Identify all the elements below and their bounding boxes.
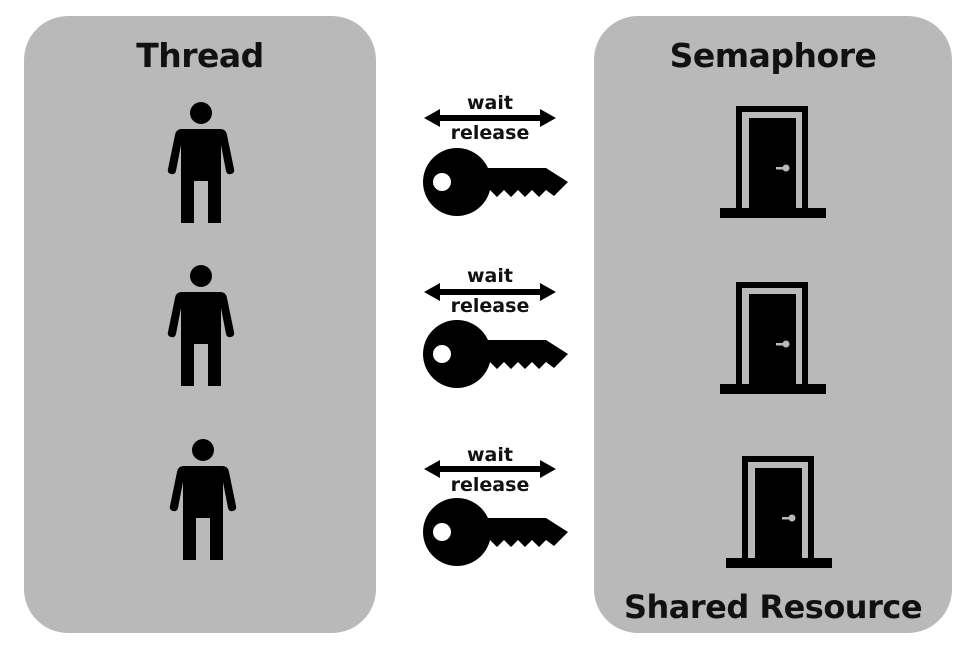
door-icon <box>726 456 832 568</box>
door-icon <box>720 106 826 218</box>
semaphore-panel-title: Semaphore <box>669 36 877 75</box>
person-icon <box>166 101 236 226</box>
wait-label: wait <box>467 92 513 114</box>
key-icon <box>422 496 568 568</box>
key-icon <box>422 318 568 390</box>
wait-label: wait <box>467 444 513 466</box>
release-label: release <box>450 295 530 317</box>
person-icon <box>168 438 238 563</box>
release-label: release <box>450 122 530 144</box>
shared-resource-label: Shared Resource <box>623 588 923 626</box>
person-icon <box>166 264 236 389</box>
key-icon <box>422 146 568 218</box>
release-label: release <box>450 474 530 496</box>
door-icon <box>720 282 826 394</box>
wait-label: wait <box>467 265 513 287</box>
thread-panel-title: Thread <box>136 36 264 75</box>
